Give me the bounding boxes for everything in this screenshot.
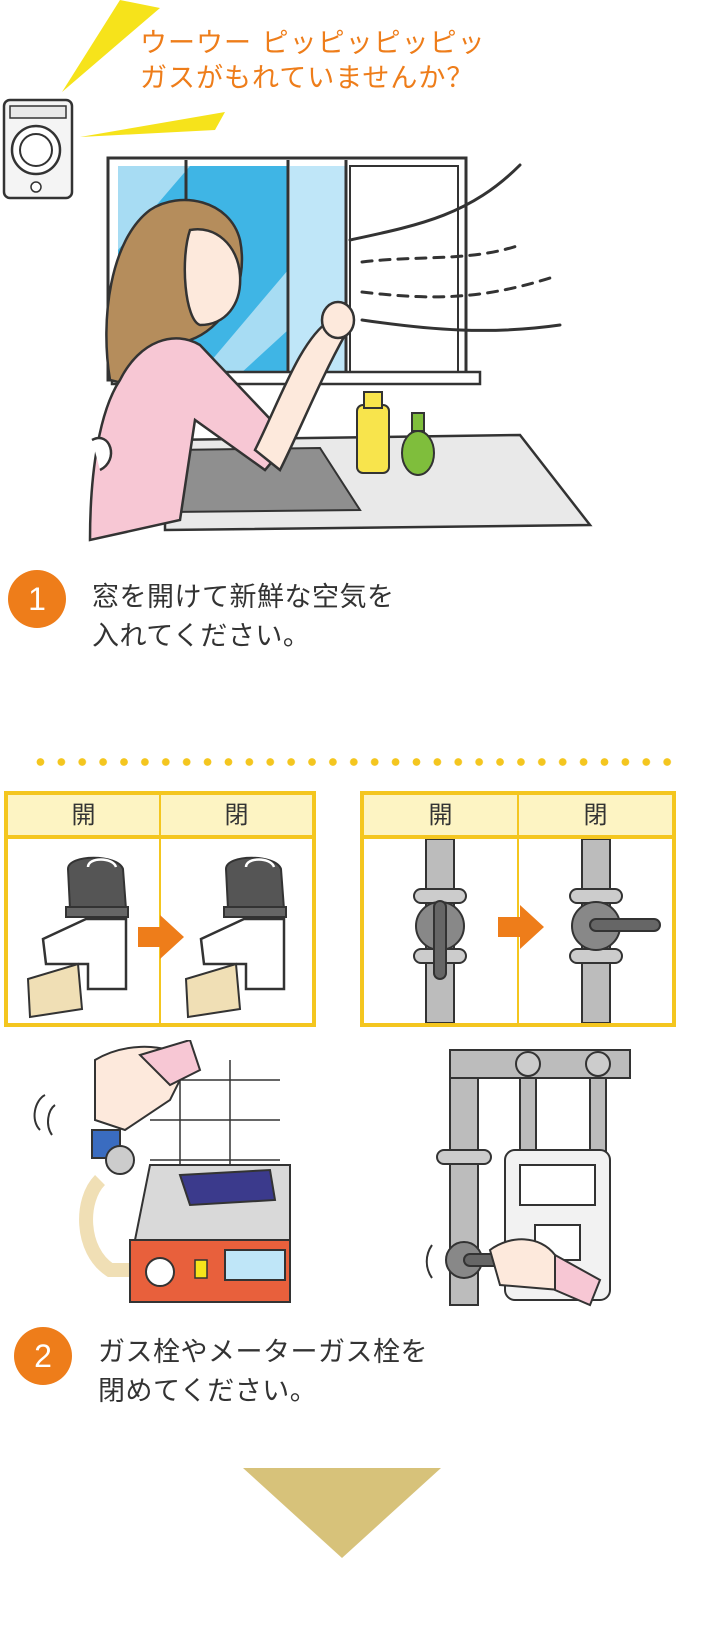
step1-line1: 窓を開けて新鮮な空気を: [92, 582, 395, 613]
panel-header: 開 閉: [8, 795, 312, 839]
step1-instruction: 窓を開けて新鮮な空気を 入れてください。: [92, 578, 395, 656]
step1-line2: 入れてください。: [92, 621, 311, 652]
gas-meter-scene-icon: [425, 1049, 631, 1307]
meter-cock-closed-icon: [569, 839, 661, 1023]
detergent-bottles-icon: [356, 391, 435, 476]
step2-line2: 閉めてください。: [98, 1376, 318, 1407]
arrow-right-icon: [138, 915, 184, 959]
meter-valve-illustration: [413, 839, 661, 1023]
step-number-badge: 2: [14, 1327, 72, 1385]
gas-cock-closed-icon: [184, 856, 287, 1019]
open-label: 開: [364, 795, 519, 835]
valve-closing-scenes: [33, 1040, 631, 1307]
arrow-right-icon: [498, 905, 544, 949]
meter-valve-panel: 開 閉: [360, 791, 676, 1027]
alert-ray-bottom: [80, 112, 225, 137]
alarm-sound-caption: ウーウー ピッピッピッピッ ガスがもれていませんか？: [140, 26, 560, 96]
closed-label: 閉: [224, 801, 249, 829]
gas-alarm-icon: [2, 98, 74, 200]
stove-gas-cock-scene-icon: [33, 1040, 291, 1303]
down-arrow-icon: [243, 1468, 441, 1558]
wind-icon: [348, 163, 562, 332]
stove-valve-illustration: [26, 856, 287, 1019]
step2-instruction: ガス栓やメーターガス栓を 閉めてください。: [98, 1333, 428, 1411]
woman-opening-window-icon: [88, 198, 356, 542]
panel-header: 開 閉: [364, 795, 672, 839]
gas-cock-open-icon: [26, 856, 129, 1019]
stove-valve-panel: 開 閉: [4, 791, 316, 1027]
next-step-arrow: [243, 1468, 441, 1558]
alert-ray-top: [62, 0, 160, 92]
gas-leak-question: ガスがもれていませんか？: [140, 63, 475, 94]
alarm-sound-text: ウーウー ピッピッピッピッ: [140, 28, 486, 59]
closed-label: 閉: [583, 801, 608, 829]
dotted-divider: [30, 757, 680, 767]
alarm-scene-illustration: [2, 0, 593, 542]
open-label: 開: [8, 795, 161, 835]
meter-cock-open-icon: [413, 839, 467, 1023]
step2-line1: ガス栓やメーターガス栓を: [98, 1337, 428, 1368]
step-number-badge: 1: [8, 570, 66, 628]
